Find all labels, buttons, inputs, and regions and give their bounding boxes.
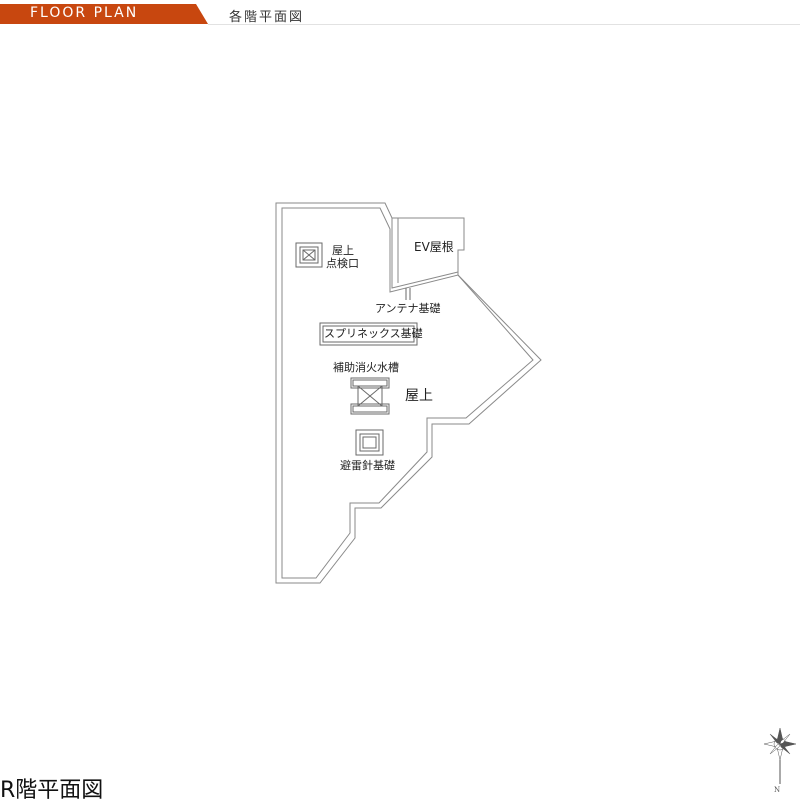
aux-fire-tank-symbol	[350, 377, 390, 415]
rooftop-label: 屋上	[405, 388, 433, 404]
floor-plan-tab-label: FLOOR PLAN	[30, 5, 139, 21]
sprinkler-base-label: スプリネックス基礎	[324, 327, 423, 340]
antenna-base-label: アンテナ基礎	[375, 302, 441, 315]
roof-hatch-label-1: 屋上	[332, 244, 354, 257]
aux-fire-tank-label: 補助消火水槽	[333, 361, 399, 374]
lightning-rod-base-label: 避雷針基礎	[340, 459, 395, 472]
floor-plan-tab	[0, 4, 208, 24]
header-bar: FLOOR PLAN 各階平面図	[0, 0, 800, 26]
header-subtitle: 各階平面図	[229, 10, 305, 25]
compass-rose-icon	[763, 727, 797, 784]
floor-name-title: R階平面図	[0, 778, 104, 803]
roof-outline-inner	[281, 207, 534, 579]
ev-roof-label: EV屋根	[414, 240, 454, 254]
lightning-rod-base-symbol	[355, 429, 384, 456]
roof-hatch-symbol	[295, 242, 323, 268]
roof-hatch-label-2: 点検口	[326, 257, 359, 270]
ev-roof-outline	[391, 218, 459, 289]
compass-north-label: N	[774, 786, 781, 794]
header-divider	[208, 24, 800, 25]
sprinkler-base-symbol	[319, 322, 418, 346]
roof-outline-outer	[275, 202, 542, 584]
